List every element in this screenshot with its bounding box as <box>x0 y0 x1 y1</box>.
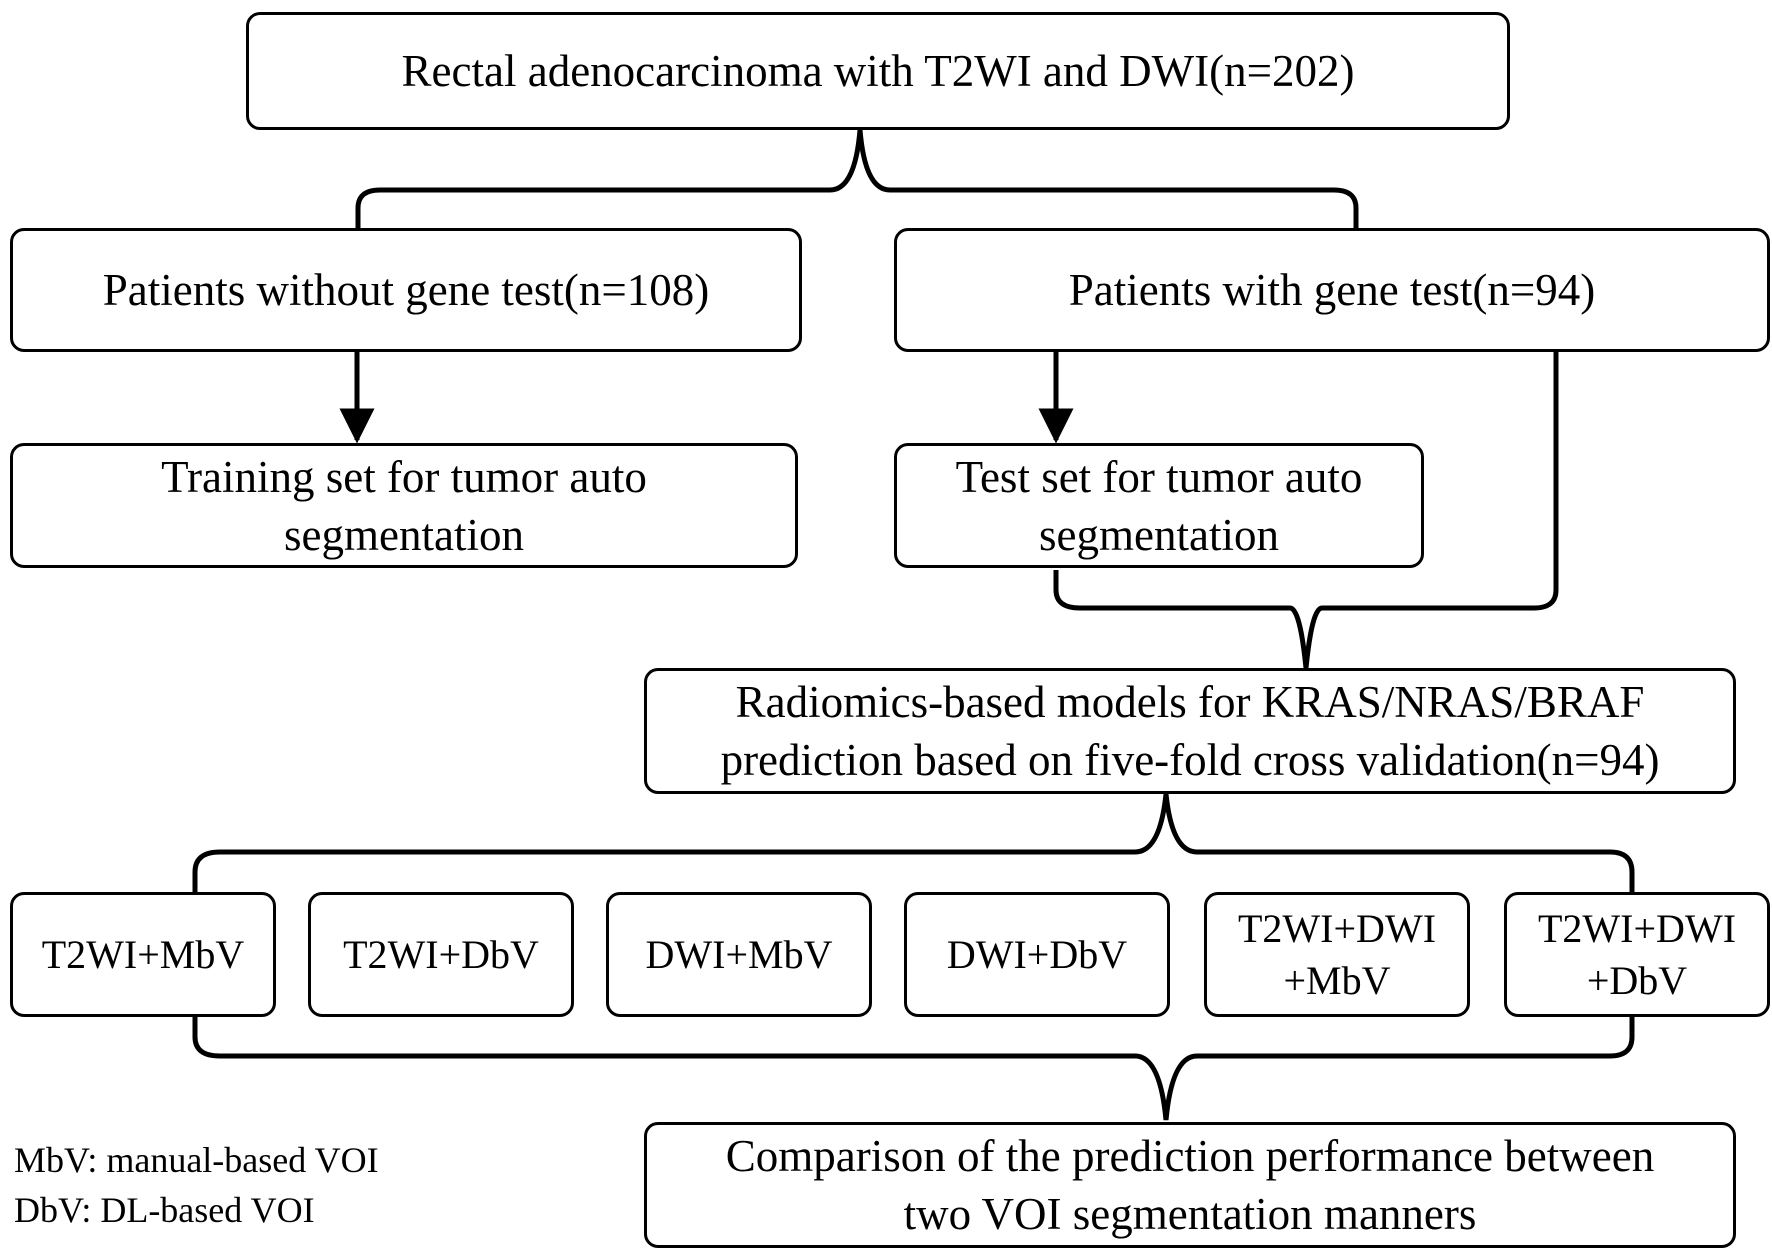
title-box-text: Rectal adenocarcinoma with T2WI and DWI(… <box>401 46 1355 96</box>
variant-label: T2WI+MbV <box>41 931 245 977</box>
test-set-line2: segmentation <box>1039 509 1279 560</box>
variant-t2wi-dwi-dbv: T2WI+DWI +DbV <box>1504 892 1770 1017</box>
variant-t2wi-dbv: T2WI+DbV <box>308 892 574 1017</box>
legend-mbv: MbV: manual-based VOI <box>14 1140 379 1180</box>
patients-without-gene-test-text: Patients without gene test(n=108) <box>102 265 710 315</box>
variant-label: DWI+MbV <box>645 931 833 977</box>
variant-label-line2: +MbV <box>1283 957 1391 1003</box>
variant-t2wi-mbv: T2WI+MbV <box>10 892 276 1017</box>
variant-label-line1: T2WI+DWI <box>1237 905 1437 951</box>
title-box: Rectal adenocarcinoma with T2WI and DWI(… <box>246 12 1510 130</box>
patients-without-gene-test-box: Patients without gene test(n=108) <box>10 228 802 352</box>
legend: MbV: manual-based VOI DbV: DL-based VOI <box>14 1138 379 1232</box>
variant-label: DWI+DbV <box>946 931 1128 977</box>
variant-dwi-dbv: DWI+DbV <box>904 892 1170 1017</box>
comparison-line2: two VOI segmentation manners <box>903 1189 1477 1239</box>
patients-with-gene-test-text: Patients with gene test(n=94) <box>1068 265 1596 315</box>
training-set-line2: segmentation <box>284 509 524 560</box>
training-set-box: Training set for tumor auto segmentation <box>10 443 798 568</box>
variant-label-line2: +DbV <box>1586 957 1688 1003</box>
radiomics-models-box: Radiomics-based models for KRAS/NRAS/BRA… <box>644 668 1736 794</box>
radiomics-models-line1: Radiomics-based models for KRAS/NRAS/BRA… <box>735 677 1645 727</box>
brace-comparison <box>192 1017 1635 1121</box>
variant-t2wi-dwi-mbv: T2WI+DWI +MbV <box>1204 892 1470 1017</box>
variant-label-line1: T2WI+DWI <box>1537 905 1737 951</box>
comparison-line1: Comparison of the prediction performance… <box>725 1131 1655 1181</box>
test-set-line1: Test set for tumor auto <box>955 451 1363 502</box>
patients-with-gene-test-box: Patients with gene test(n=94) <box>894 228 1770 352</box>
variant-dwi-mbv: DWI+MbV <box>606 892 872 1017</box>
brace-variants <box>192 793 1635 892</box>
radiomics-models-line2: prediction based on five-fold cross vali… <box>720 735 1660 785</box>
variant-label: T2WI+DbV <box>343 931 539 977</box>
brace-top <box>355 129 1359 228</box>
legend-dbv: DbV: DL-based VOI <box>14 1190 315 1230</box>
comparison-box: Comparison of the prediction performance… <box>644 1122 1736 1248</box>
training-set-line1: Training set for tumor auto <box>161 451 647 502</box>
test-set-box: Test set for tumor auto segmentation <box>894 443 1424 568</box>
